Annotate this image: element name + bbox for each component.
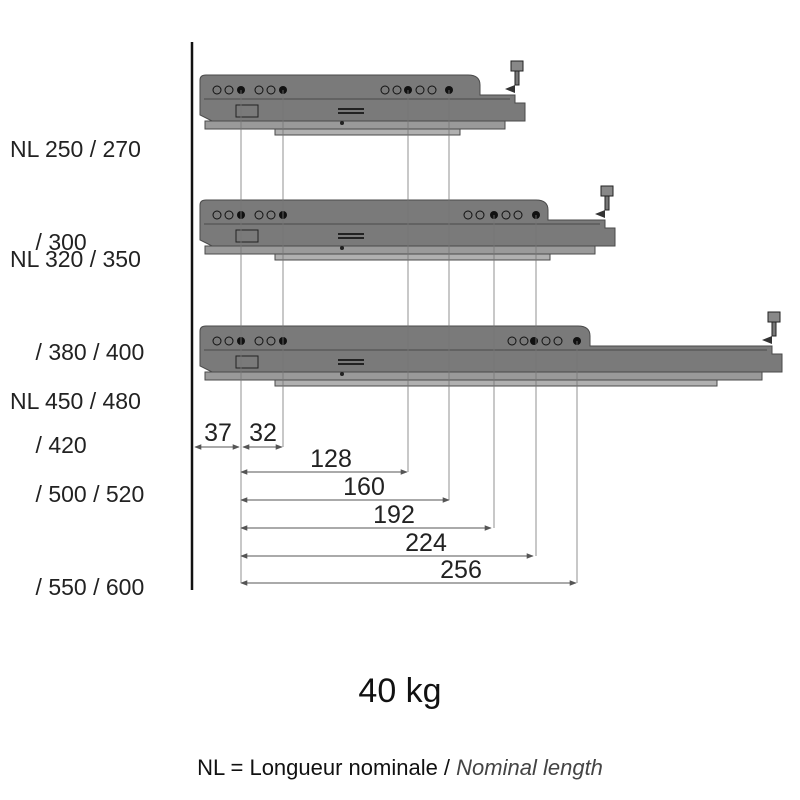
dimension-32-label: 32 bbox=[249, 419, 277, 447]
runner-1-mark-2 bbox=[338, 112, 364, 114]
size-group-2-line-3: / 420 bbox=[10, 432, 87, 458]
runner-1-knob-head bbox=[510, 60, 524, 72]
dimension-128-label: 128 bbox=[310, 445, 352, 473]
runner-3-rear-hole-filled-0 bbox=[530, 337, 538, 345]
runner-3-profile bbox=[199, 325, 783, 373]
runner-1-hole-open-2 bbox=[254, 85, 264, 95]
size-group-3-line-3: / 550 / 600 bbox=[10, 574, 145, 600]
runner-1-rear-hole-open-0 bbox=[380, 85, 390, 95]
runner-3-slide-lower bbox=[274, 379, 718, 387]
dimension-256-label: 256 bbox=[440, 556, 482, 584]
runner-3-hole-open-2 bbox=[254, 336, 264, 346]
runner-1-rear-slot bbox=[235, 104, 259, 118]
runner-1-slide bbox=[204, 120, 506, 130]
dimension-192-label: 192 bbox=[373, 501, 415, 529]
runner-3-hole-open-1 bbox=[224, 336, 234, 346]
runner-2-rear-hole-open-0 bbox=[463, 210, 473, 220]
runner-2-knob-shaft bbox=[604, 195, 610, 211]
runner-3-rear-hole-open-0 bbox=[507, 336, 517, 346]
runner-2 bbox=[199, 185, 616, 261]
runner-2-rear-hole-open-3 bbox=[513, 210, 523, 220]
runner-2-rear-slot bbox=[235, 229, 259, 243]
load-capacity: 40 kg bbox=[358, 672, 442, 710]
runner-2-mark-2 bbox=[338, 237, 364, 239]
runner-1-hole-open-3 bbox=[266, 85, 276, 95]
runner-1-knob-tip bbox=[505, 85, 515, 93]
runner-1-hole-open-1 bbox=[224, 85, 234, 95]
runner-2-hole-open-2 bbox=[254, 210, 264, 220]
runner-3-hole-open-0 bbox=[212, 336, 222, 346]
dimension-128: 128 bbox=[240, 445, 408, 475]
runner-2-hole-open-1 bbox=[224, 210, 234, 220]
footnote-en: Nominal length bbox=[456, 755, 603, 780]
runner-3-mark-1 bbox=[338, 359, 364, 361]
runner-3-knob-head bbox=[767, 311, 781, 323]
dimension-32: 32 bbox=[242, 419, 283, 450]
dimension-37-label: 37 bbox=[204, 419, 232, 447]
dimension-224-label: 224 bbox=[405, 529, 447, 557]
runner-1-hole-open-0 bbox=[212, 85, 222, 95]
runner-3-rear-hole-open-3 bbox=[553, 336, 563, 346]
runner-1 bbox=[199, 60, 526, 136]
runners-group bbox=[199, 60, 783, 387]
size-group-1-line-2: / 300 bbox=[10, 229, 87, 255]
runner-3-screw bbox=[340, 372, 344, 376]
runner-1-rear-hole-open-1 bbox=[392, 85, 402, 95]
runner-1-screw bbox=[340, 121, 344, 125]
runner-2-hole-open-3 bbox=[266, 210, 276, 220]
runner-3-rear-slot bbox=[235, 355, 259, 369]
size-group-3-line-1: NL 450 / 480 bbox=[10, 388, 141, 414]
runner-2-profile bbox=[199, 199, 616, 247]
runner-3-knob-shaft bbox=[771, 321, 777, 337]
size-group-2-line-2: / 380 / 400 bbox=[10, 339, 145, 365]
runner-2-slide-lower bbox=[274, 253, 551, 261]
size-group-3: NL 450 / 480 / 500 / 520 / 550 / 600 bbox=[10, 324, 144, 665]
dimension-160: 160 bbox=[240, 473, 450, 503]
runner-3-rear-hole-open-1 bbox=[519, 336, 529, 346]
runner-3-slide bbox=[204, 371, 763, 381]
runner-2-knob-tip bbox=[595, 210, 605, 218]
runner-1-knob-shaft bbox=[514, 70, 520, 86]
runner-1-mark-1 bbox=[338, 108, 364, 110]
runner-3-rear-hole-open-2 bbox=[541, 336, 551, 346]
dimension-37: 37 bbox=[194, 419, 240, 450]
runner-2-mark-1 bbox=[338, 233, 364, 235]
size-group-3-line-2: / 500 / 520 bbox=[10, 481, 145, 507]
size-group-2: NL 320 / 350 / 380 / 400 / 420 bbox=[10, 182, 144, 523]
runner-2-rear-hole-open-2 bbox=[501, 210, 511, 220]
runner-2-rear-hole-open-1 bbox=[475, 210, 485, 220]
runner-2-hole-open-0 bbox=[212, 210, 222, 220]
runner-1-profile bbox=[199, 74, 526, 122]
size-group-1-line-1: NL 250 / 270 bbox=[10, 136, 141, 162]
footnote-fr: NL = Longueur nominale / bbox=[197, 755, 451, 780]
runner-2-knob-head bbox=[600, 185, 614, 197]
size-group-2-line-1: NL 320 / 350 bbox=[10, 246, 141, 272]
runner-1-slide-lower bbox=[274, 128, 461, 136]
dimension-224: 224 bbox=[240, 529, 534, 559]
runner-3-knob-tip bbox=[762, 336, 772, 344]
runner-1-rear-hole-open-2 bbox=[415, 85, 425, 95]
size-group-1: NL 250 / 270 / 300 bbox=[10, 72, 141, 320]
runner-2-slide bbox=[204, 245, 596, 255]
dimension-256: 256 bbox=[240, 556, 577, 586]
runner-3 bbox=[199, 311, 783, 387]
runner-2-screw bbox=[340, 246, 344, 250]
dimension-192: 192 bbox=[240, 501, 492, 531]
runner-3-hole-open-3 bbox=[266, 336, 276, 346]
runner-3-mark-2 bbox=[338, 363, 364, 365]
runner-1-rear-hole-open-3 bbox=[427, 85, 437, 95]
footnote: NL = Longueur nominale / Nominal length bbox=[0, 755, 800, 781]
dimension-160-label: 160 bbox=[343, 473, 385, 501]
